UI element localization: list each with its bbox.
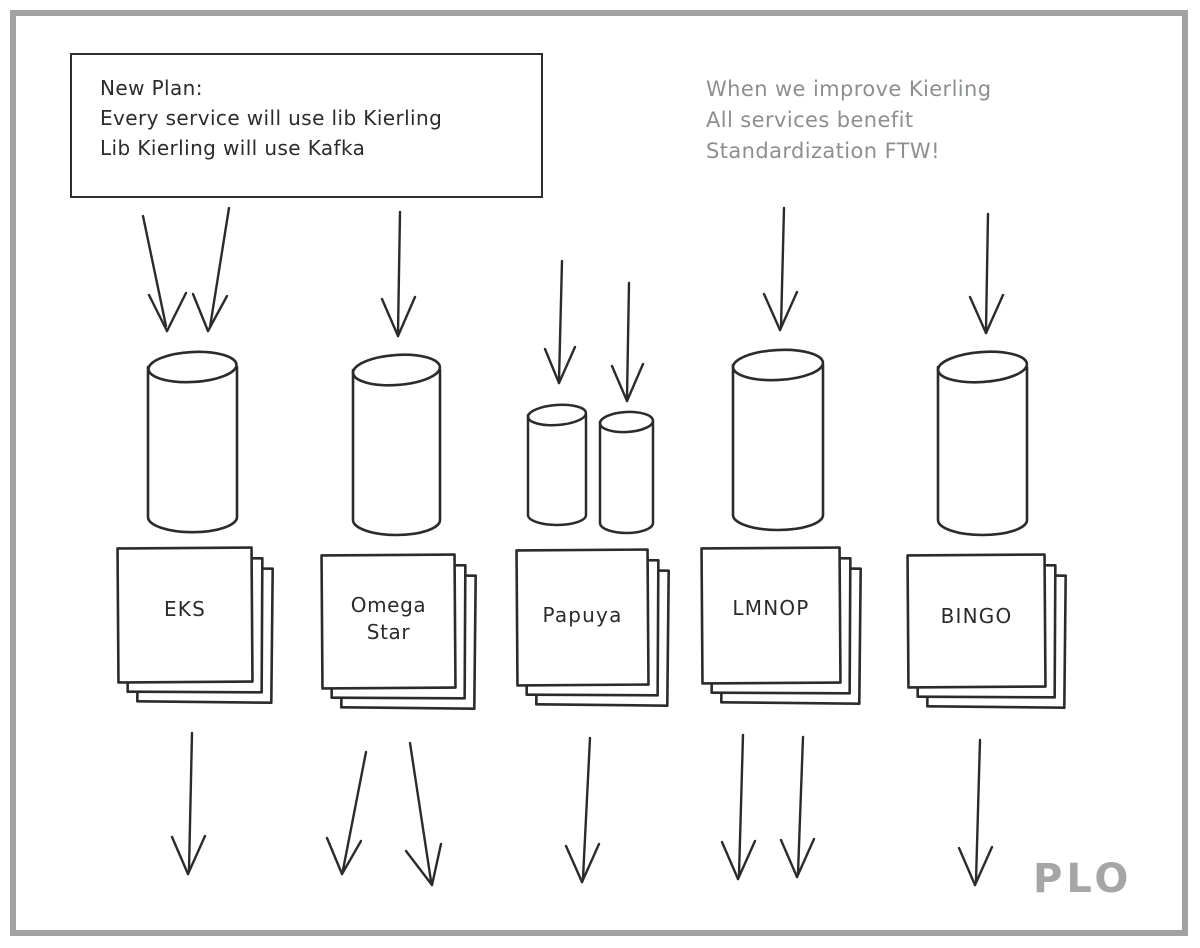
service-label-omega-star: Omega Star [350, 592, 427, 644]
lmnop-inbound-arrow-down-arrow-icon [762, 206, 799, 332]
lmnop-service-stack-icon [700, 546, 862, 706]
papuya-database-small-cylinder-icon-2 [598, 410, 655, 535]
eks-inbound-arrow-1-down-arrow-icon [141, 214, 188, 333]
eks-inbound-arrow-2-down-arrow-icon [191, 206, 231, 333]
benefit-note-line-2: All services benefit [706, 108, 914, 132]
service-label-lmnop: LMNOP [732, 595, 810, 620]
plan-note-line-2: Every service will use lib Kierling [100, 106, 443, 130]
omega-star-service-stack-icon [320, 553, 477, 710]
artist-signature: PLO [1033, 856, 1133, 902]
service-label-papuya: Papuya [542, 602, 623, 627]
benefit-note-line-3: Standardization FTW! [706, 139, 940, 163]
lmnop-outbound-arrow-2-down-arrow-icon [779, 735, 816, 879]
papuya-outbound-arrow-down-arrow-icon [564, 736, 601, 884]
omega-star-outbound-arrow-2-down-arrow-icon [404, 741, 443, 887]
plan-note-line-1: New Plan: [100, 76, 203, 100]
omega-star-inbound-arrow-down-arrow-icon [380, 210, 417, 338]
omega-star-database-cylinder-icon [351, 353, 442, 537]
bingo-outbound-arrow-down-arrow-icon [957, 738, 994, 887]
plan-note-line-3: Lib Kierling will use Kafka [100, 136, 366, 160]
papuya-database-small-cylinder-icon-1 [526, 403, 588, 527]
benefit-note-line-1: When we improve Kierling [706, 77, 992, 101]
omega-star-outbound-arrow-1-down-arrow-icon [325, 750, 368, 876]
plan-note-box: New Plan: Every service will use lib Kie… [70, 53, 543, 198]
lmnop-outbound-arrow-1-down-arrow-icon [720, 733, 757, 881]
service-label-bingo: BINGO [940, 603, 1013, 628]
lmnop-database-cylinder-icon [731, 348, 825, 532]
panel-frame [10, 10, 1188, 936]
bingo-inbound-arrow-down-arrow-icon [968, 212, 1005, 335]
bingo-service-stack-icon [906, 553, 1067, 710]
papuya-inbound-arrow-2-down-arrow-icon [610, 281, 645, 403]
benefit-note: When we improve Kierling All services be… [706, 74, 991, 167]
eks-outbound-arrow-down-arrow-icon [170, 731, 207, 876]
eks-service-stack-icon [116, 546, 274, 704]
eks-database-cylinder-icon [146, 350, 239, 534]
service-label-eks: EKS [163, 596, 207, 621]
papuya-service-stack-icon [515, 548, 670, 707]
bingo-database-cylinder-icon [936, 350, 1029, 537]
papuya-inbound-arrow-1-down-arrow-icon [543, 259, 577, 385]
